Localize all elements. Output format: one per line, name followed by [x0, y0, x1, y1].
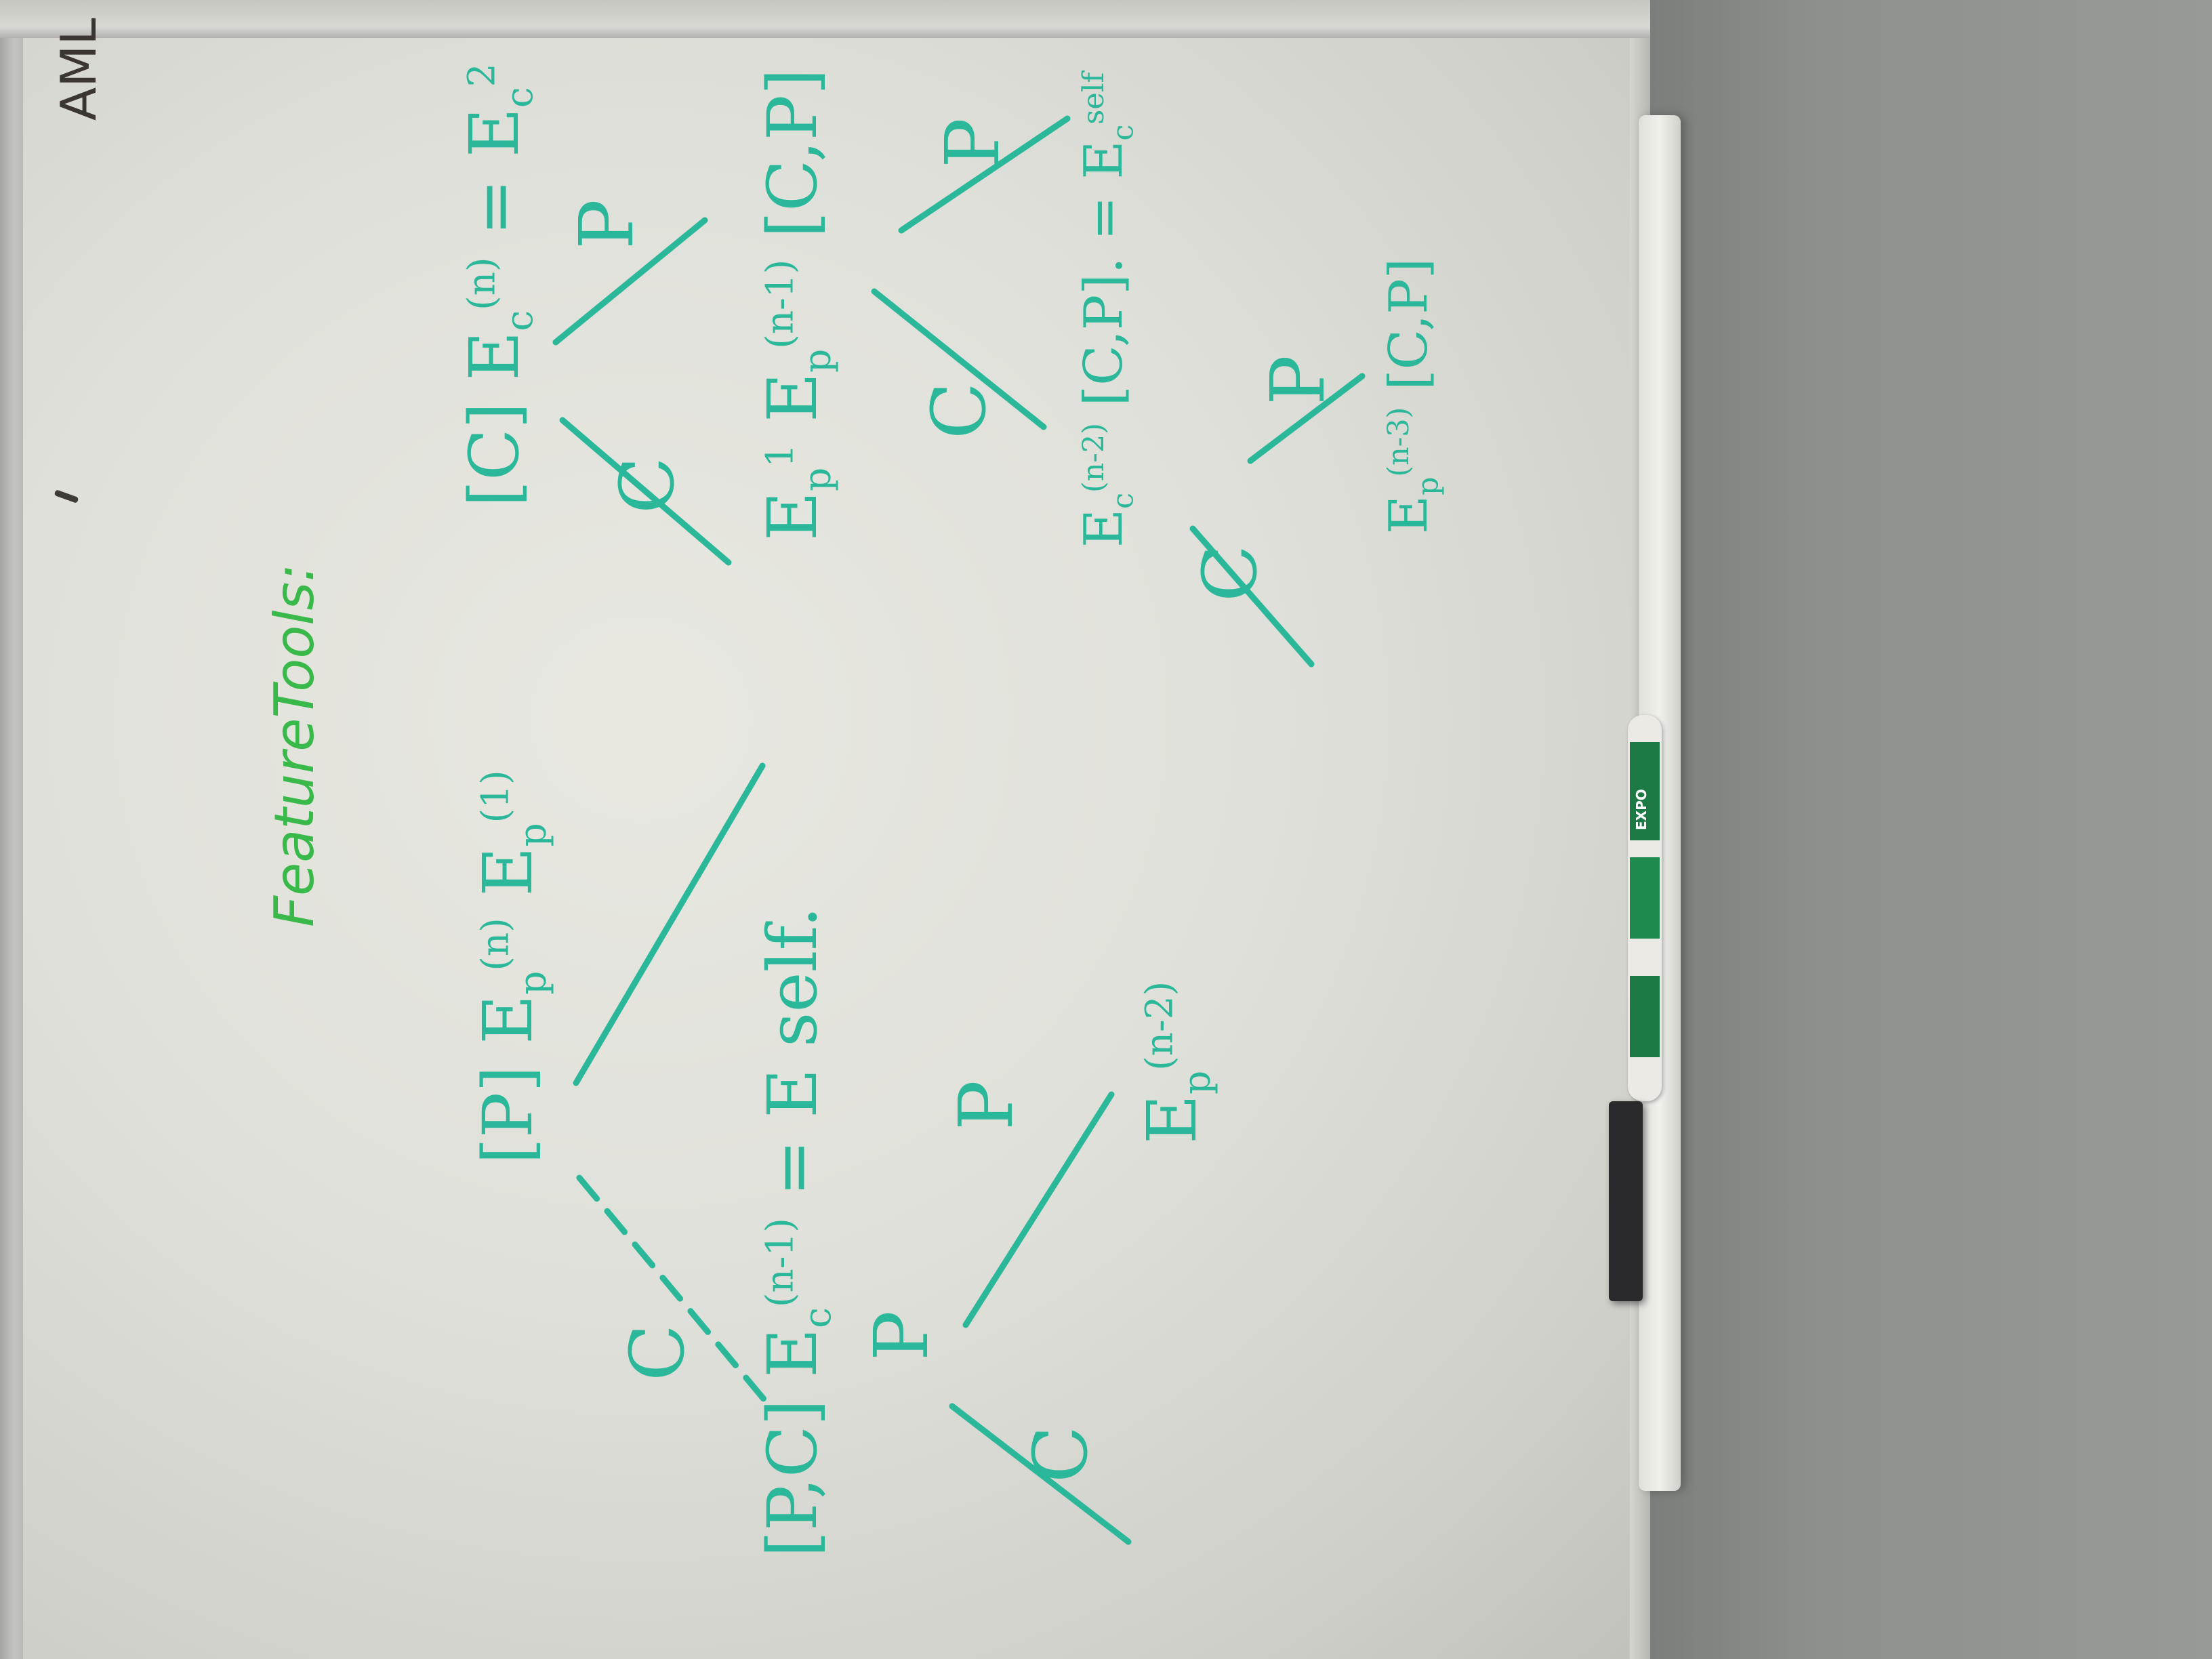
whiteboard-surface [23, 38, 1650, 1659]
subscript: p [511, 823, 554, 847]
energy-symbol: E [753, 491, 832, 541]
subscript: c [1106, 124, 1141, 141]
subscript: c [796, 1307, 839, 1328]
subscript: p [796, 467, 839, 491]
subscript: c [1106, 493, 1141, 510]
board-heading: FeatureTools: [263, 563, 326, 927]
right-mid-expression: Ep1 Ep(n-1) [C,P] [753, 68, 839, 541]
superscript: (n-1) [758, 1218, 802, 1308]
equation-rhs: = E [455, 108, 534, 236]
right-node-p: P [563, 199, 650, 249]
board-frame-top [0, 0, 1660, 38]
eraser[interactable] [1609, 1101, 1643, 1301]
superscript: (n-2) [1077, 423, 1111, 493]
superscript: (n) [473, 918, 517, 971]
stroke-right-top-tree-c [559, 417, 732, 566]
stroke-left-mid-tree-p [962, 1091, 1115, 1328]
subscript: c [497, 310, 541, 331]
left-lower-expression: Ep(n-2) [1132, 981, 1218, 1144]
energy-symbol: E [1378, 495, 1439, 534]
equation-rhs: = E [1073, 140, 1134, 241]
bracket-label: [C,P] [1378, 258, 1439, 390]
right-lower-expression: Ec(n-2) [C,P]. = Ecself [1073, 72, 1141, 548]
energy-symbol: E [753, 1328, 832, 1378]
stroke-left-dashed [576, 1174, 776, 1413]
right-node2-p: P [929, 117, 1016, 168]
right-bottom-node-p: P [1254, 354, 1341, 405]
board-title: AML [50, 18, 107, 121]
right-node2-c: C [916, 382, 1002, 439]
left-node-c: C [614, 1324, 701, 1381]
bracket-label: [P,C] [753, 1399, 832, 1557]
right-top-expression: [C] Ec(n) = Ec2 [455, 63, 541, 507]
stroke-right-low-tree-c [1189, 525, 1315, 668]
subscript: p [796, 348, 839, 373]
superscript: (n) [459, 257, 504, 310]
energy-symbol: E [455, 331, 534, 381]
subscript: c [497, 87, 541, 108]
bracket-label: [C,P]. [1073, 257, 1134, 407]
stroke-right-low-tree-p [1247, 373, 1366, 464]
right-bottom-node-c: C [1187, 544, 1273, 602]
subscript: p [511, 970, 554, 995]
wall [1650, 0, 2212, 1659]
bracket-label: [C,P] [753, 68, 832, 239]
right-bottom-expression: Ep(n-3) [C,P] [1378, 258, 1446, 534]
board-frame-left [0, 0, 23, 1659]
subscript: p [1175, 1070, 1218, 1094]
left-node-p: P [858, 1310, 945, 1361]
bracket-label: [C] [455, 402, 534, 507]
stroke-right-mid-tree-c [871, 288, 1047, 430]
bracket-label: [P] [468, 1065, 548, 1164]
marker-cap-band [1630, 742, 1660, 840]
energy-symbol: E [753, 372, 832, 422]
right-node-c: C [604, 456, 691, 514]
superscript: (1) [473, 770, 517, 823]
energy-symbol: E [468, 994, 548, 1044]
energy-symbol: E [1073, 509, 1134, 548]
marker-end-band [1630, 976, 1660, 1057]
stroke-left-mid-tree-c [949, 1403, 1132, 1545]
superscript: (n-2) [1137, 981, 1181, 1071]
superscript: (n-3) [1382, 407, 1416, 477]
subscript: p [1411, 476, 1446, 496]
energy-symbol: E [468, 846, 548, 897]
stroke-right-top-tree-p [552, 217, 708, 346]
superscript: self [1077, 72, 1111, 125]
left-lower-node-c: C [1017, 1425, 1104, 1483]
stroke-left-top-tree [573, 762, 766, 1086]
marker-barrel-band [1630, 857, 1660, 939]
left-mid-expression: [P,C] Ec(n-1) = E self. [753, 906, 839, 1557]
stroke-right-mid-tree-p [898, 115, 1071, 234]
left-top-expression: [P] Ep(n) Ep(1) [468, 770, 554, 1164]
superscript: 1 [758, 443, 802, 468]
superscript: (n-1) [758, 259, 802, 349]
equation-rhs: = E self. [753, 906, 832, 1197]
left-lower-node-p: P [943, 1080, 1029, 1130]
energy-symbol: E [1132, 1094, 1212, 1144]
superscript: 2 [459, 63, 504, 87]
